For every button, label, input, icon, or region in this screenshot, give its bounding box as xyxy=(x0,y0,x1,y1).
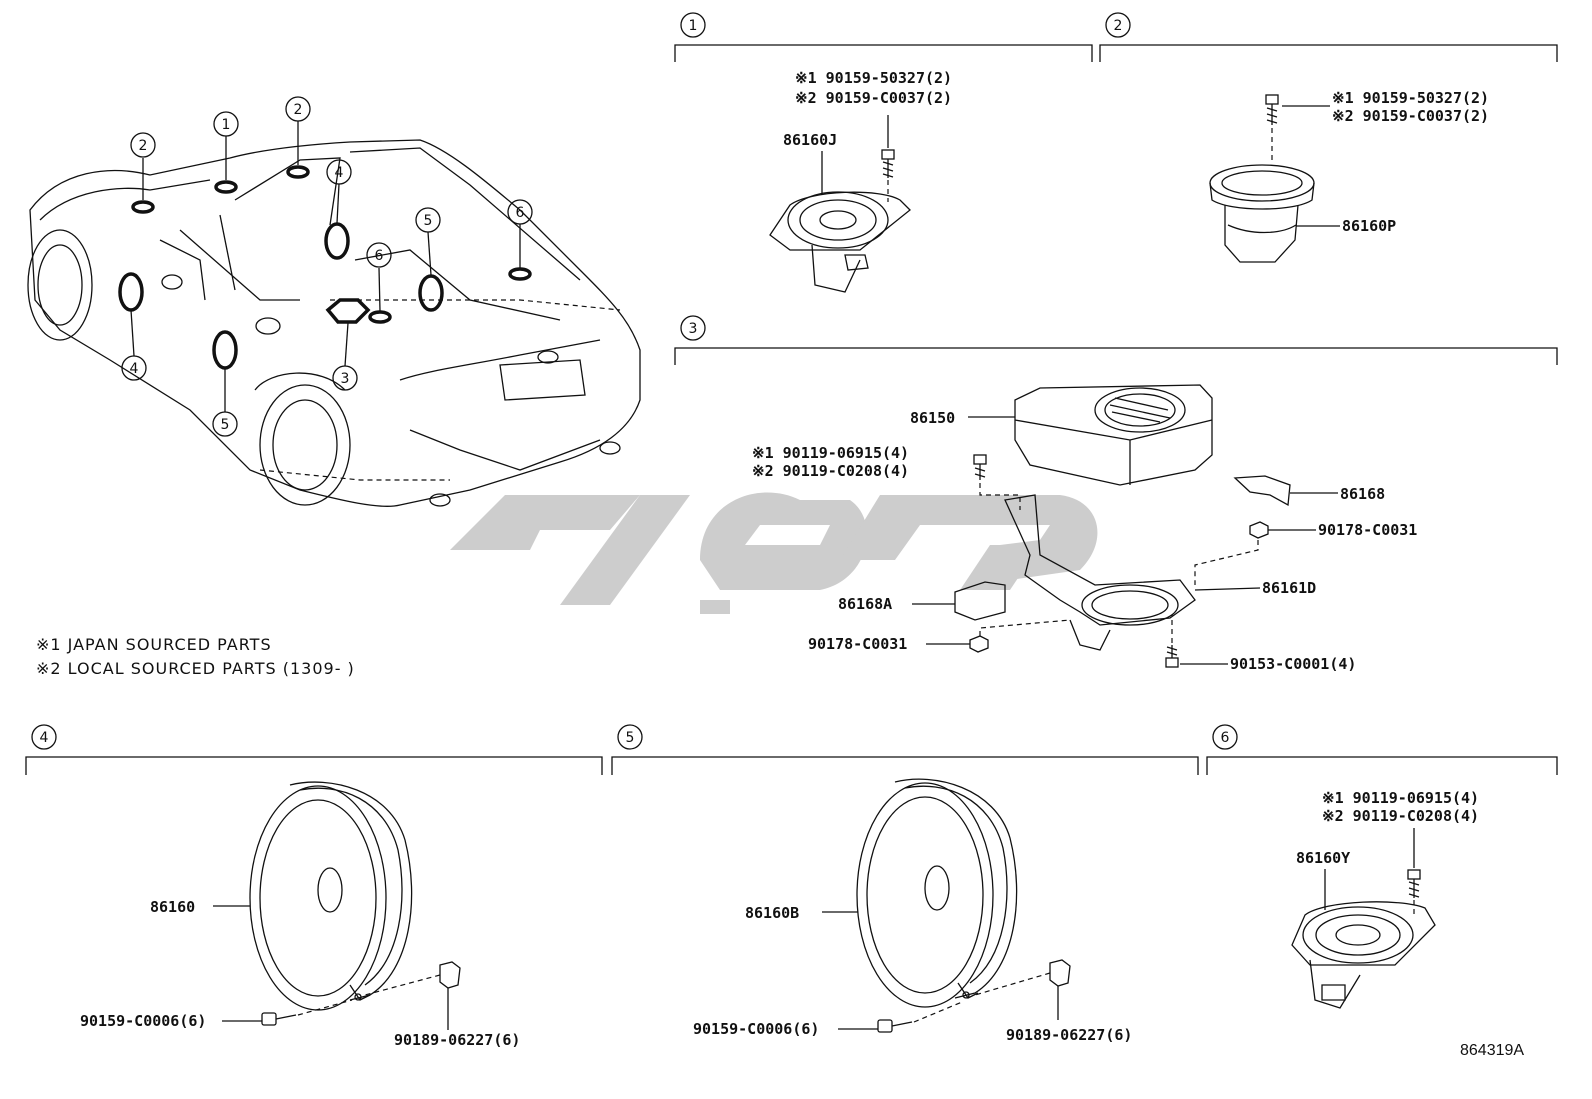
svg-text:2: 2 xyxy=(294,102,303,118)
part-label: 86161D xyxy=(1262,579,1316,597)
section-num-4: 4 xyxy=(40,730,49,746)
part-label: 86160B xyxy=(745,904,799,922)
section-num-6: 6 xyxy=(1221,730,1230,746)
part-label: ※1 90159-50327(2) xyxy=(795,69,952,87)
svg-text:6: 6 xyxy=(516,205,525,221)
part-label: 90178-C0031 xyxy=(1318,521,1417,539)
part-label: 90159-C0006(6) xyxy=(693,1020,819,1038)
part-label: ※2 90119-C0208(4) xyxy=(1322,807,1479,825)
car-callout: 1 xyxy=(213,111,239,137)
car-illustration: 2 1 2 4 5 6 6 4 3 5 xyxy=(27,96,641,507)
watermark-logo xyxy=(450,492,1098,614)
part-label: 90159-C0006(6) xyxy=(80,1012,206,1030)
speaker-pos-5a xyxy=(418,274,444,312)
car-callout: 6 xyxy=(366,242,392,268)
part-label: ※2 90159-C0037(2) xyxy=(1332,107,1489,125)
svg-text:4: 4 xyxy=(335,165,344,181)
part-label: 86168A xyxy=(838,595,892,613)
part-label: ※1 90119-06915(4) xyxy=(752,444,909,462)
part-label: 90189-06227(6) xyxy=(394,1031,520,1049)
svg-text:1: 1 xyxy=(222,117,231,133)
svg-text:4: 4 xyxy=(130,361,139,377)
speaker-pos-3 xyxy=(325,298,371,324)
speaker-pos-6b xyxy=(368,310,392,324)
part-label: 86160 xyxy=(150,898,195,916)
part-label: 90189-06227(6) xyxy=(1006,1026,1132,1044)
car-callout: 6 xyxy=(507,199,533,225)
part-label: 86160Y xyxy=(1296,849,1350,867)
part-label: 86160J xyxy=(783,131,837,149)
diagram-code: 864319A xyxy=(1460,1042,1524,1059)
svg-text:3: 3 xyxy=(341,371,350,387)
section-num-3: 3 xyxy=(689,321,698,337)
car-callout: 5 xyxy=(212,411,238,437)
section-4-speaker-86160: 86160 90159-C0006(6) 90189-06227(6) xyxy=(80,781,520,1049)
svg-text:6: 6 xyxy=(375,248,384,264)
speaker-pos-1 xyxy=(214,180,238,194)
speaker-pos-5b xyxy=(212,330,238,370)
section-num-5: 5 xyxy=(626,730,635,746)
section-2-speaker-86160P: ※1 90159-50327(2) ※2 90159-C0037(2) 8616… xyxy=(1209,89,1489,263)
car-callout: 2 xyxy=(130,132,156,158)
part-label: 86150 xyxy=(910,409,955,427)
car-callout: 2 xyxy=(285,96,311,122)
speaker-pos-2b xyxy=(286,165,310,179)
part-label: ※1 90159-50327(2) xyxy=(1332,89,1489,107)
svg-text:2: 2 xyxy=(139,138,148,154)
svg-text:5: 5 xyxy=(424,213,433,229)
part-label: ※2 90159-C0037(2) xyxy=(795,89,952,107)
speaker-pos-4b xyxy=(118,272,144,312)
car-callout: 5 xyxy=(415,207,441,233)
part-label: ※1 90119-06915(4) xyxy=(1322,789,1479,807)
note-local: ※2 LOCAL SOURCED PARTS (1309- ) xyxy=(36,659,355,678)
section-1-speaker-86160J: ※1 90159-50327(2) ※2 90159-C0037(2) 8616… xyxy=(769,69,952,293)
section-5-speaker-86160B: 86160B 90159-C0006(6) 90189-06227(6) xyxy=(693,778,1132,1044)
part-label: 86160P xyxy=(1342,217,1396,235)
car-callout: 3 xyxy=(332,365,358,391)
part-label: 90153-C0001(4) xyxy=(1230,655,1356,673)
part-label: 90178-C0031 xyxy=(808,635,907,653)
part-label: 86168 xyxy=(1340,485,1385,503)
speaker-pos-6a xyxy=(508,267,532,281)
svg-text:5: 5 xyxy=(221,417,230,433)
section-6-speaker-86160Y: ※1 90119-06915(4) ※2 90119-C0208(4) 8616… xyxy=(1291,789,1479,1009)
note-japan: ※1 JAPAN SOURCED PARTS xyxy=(36,635,272,654)
section-num-2: 2 xyxy=(1114,18,1123,34)
car-callout: 4 xyxy=(121,355,147,381)
car-callout: 4 xyxy=(326,159,352,185)
section-num-1: 1 xyxy=(689,18,698,34)
part-label: ※2 90119-C0208(4) xyxy=(752,462,909,480)
speaker-pos-2a xyxy=(131,200,155,214)
section-brackets: 1 2 3 4 5 6 xyxy=(25,12,1558,775)
section-3-subwoofer: 86150 86161D ※1 90119-06915(4) ※2 90119-… xyxy=(752,384,1417,673)
speaker-pos-4a xyxy=(324,222,350,260)
